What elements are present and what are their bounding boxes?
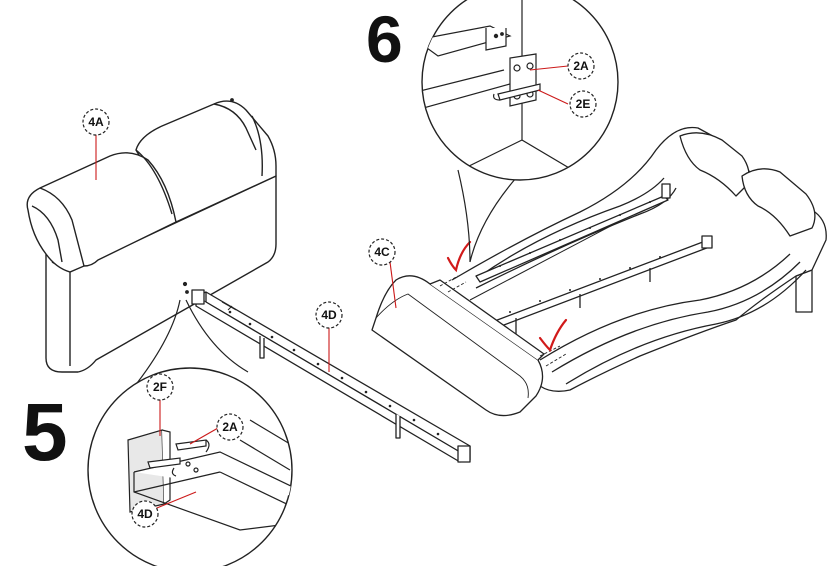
label-side-rail: 4D bbox=[321, 308, 337, 322]
label-bracket-detail5: 2F bbox=[153, 380, 167, 394]
side-rail-4d bbox=[191, 289, 471, 463]
label-bolt-detail6: 2A bbox=[573, 59, 589, 73]
label-bubbles bbox=[82, 52, 597, 528]
bed-frame bbox=[451, 126, 827, 392]
step-number-6: 6 bbox=[366, 2, 403, 76]
label-footboard: 4C bbox=[374, 245, 390, 259]
label-bracket-detail6: 2E bbox=[576, 97, 591, 111]
check-mark-right bbox=[538, 318, 568, 353]
detail-circle-6 bbox=[421, 0, 619, 263]
step-number-5: 5 bbox=[22, 387, 68, 478]
label-headboard: 4A bbox=[88, 115, 104, 129]
check-mark-left bbox=[446, 240, 472, 273]
callout-lines bbox=[95, 65, 569, 511]
label-rail-detail5: 4D bbox=[137, 507, 153, 521]
headboard-4a bbox=[26, 98, 277, 373]
label-bolt-detail5: 2A bbox=[222, 420, 238, 434]
footboard-4c bbox=[371, 275, 567, 417]
